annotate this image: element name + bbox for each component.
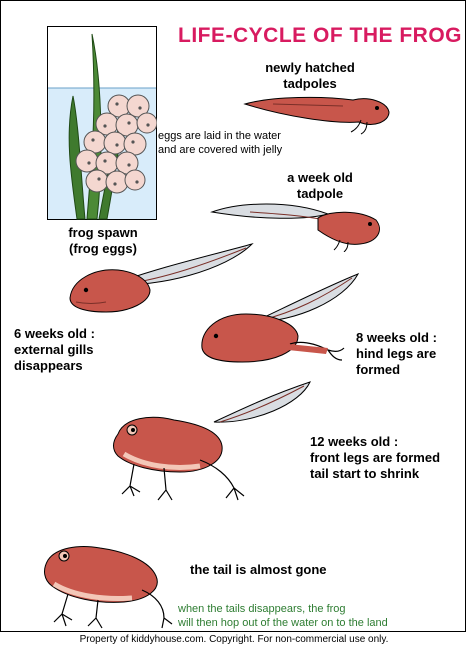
newly-hatched-line-1: newly hatched — [265, 60, 355, 75]
twelve-weeks-line-1: 12 weeks old : — [310, 434, 399, 449]
six-weeks-tadpole-illustration — [66, 240, 256, 322]
eight-weeks-tadpole-illustration — [198, 270, 362, 366]
week-old-tadpole-illustration — [210, 200, 386, 252]
spawn-note: eggs are laid in the water and are cover… — [158, 129, 282, 157]
spawn-label-line-2: (frog eggs) — [69, 241, 137, 256]
spawn-label: frog spawn (frog eggs) — [58, 225, 148, 257]
young-frog-illustration — [38, 540, 178, 630]
frog-spawn-illustration — [47, 26, 157, 220]
eight-weeks-line-1: 8 weeks old : — [356, 330, 437, 345]
twelve-weeks-label: 12 weeks old : front legs are formed tai… — [310, 434, 440, 482]
tail-gone-label: the tail is almost gone — [190, 562, 327, 577]
eight-weeks-label: 8 weeks old : hind legs are formed — [356, 330, 437, 378]
eight-weeks-line-3: formed — [356, 362, 401, 377]
spawn-note-line-2: and are covered with jelly — [158, 144, 283, 156]
tail-gone-note-line-2: will then hop out of the water on to the… — [178, 617, 388, 629]
twelve-weeks-line-2: front legs are formed — [310, 450, 441, 465]
six-weeks-label: 6 weeks old : external gills disappears — [14, 326, 95, 374]
six-weeks-line-2: external gills — [14, 342, 94, 357]
newly-hatched-tadpole-illustration — [243, 92, 393, 136]
tail-gone-note-line-1: when the tails disappears, the frog — [178, 603, 346, 615]
week-old-line-2: tadpole — [296, 186, 344, 201]
copyright-footer: Property of kiddyhouse.com. Copyright. F… — [79, 634, 389, 645]
twelve-weeks-line-3: tail start to shrink — [310, 466, 420, 481]
spawn-note-line-1: eggs are laid in the water — [158, 130, 281, 142]
newly-hatched-label: newly hatched tadpoles — [255, 60, 365, 92]
week-old-line-1: a week old — [287, 170, 353, 185]
newly-hatched-line-2: tadpoles — [283, 76, 337, 91]
twelve-weeks-froglet-illustration — [104, 380, 314, 510]
diagram-frame — [0, 0, 466, 632]
eight-weeks-line-2: hind legs are — [356, 346, 437, 361]
six-weeks-line-1: 6 weeks old : — [14, 326, 95, 341]
six-weeks-line-3: disappears — [14, 358, 83, 373]
week-old-label: a week old tadpole — [270, 170, 370, 202]
diagram-title: LIFE-CYCLE OF THE FROG — [178, 24, 462, 47]
spawn-label-line-1: frog spawn — [68, 225, 138, 240]
tail-gone-note: when the tails disappears, the frog will… — [178, 602, 388, 630]
